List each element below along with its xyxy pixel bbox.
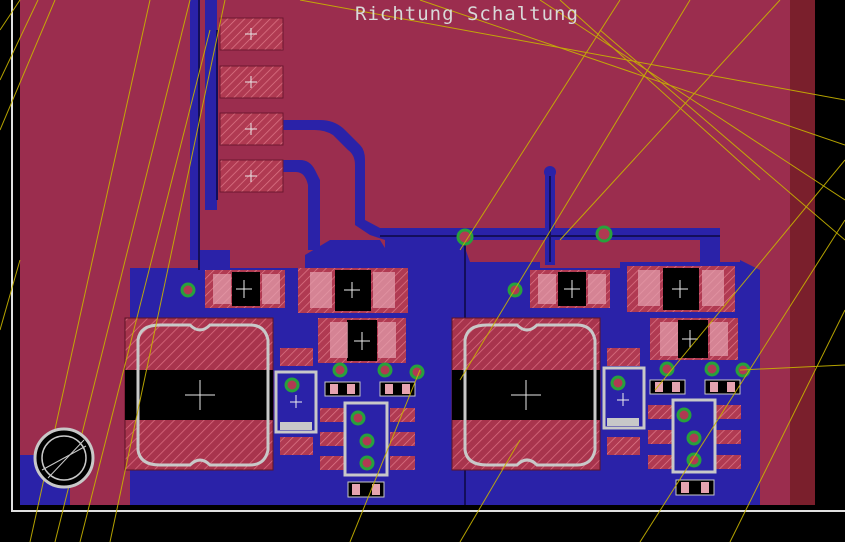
smd-pad-column[interactable] [219, 17, 284, 193]
board-label: Richtung Schaltung [355, 3, 579, 25]
right-component-group[interactable] [451, 266, 741, 496]
bottom-traces [198, 0, 720, 505]
edge-strip [790, 0, 815, 505]
left-component-group[interactable] [124, 268, 416, 498]
mounting-hole-icon[interactable] [33, 427, 95, 489]
